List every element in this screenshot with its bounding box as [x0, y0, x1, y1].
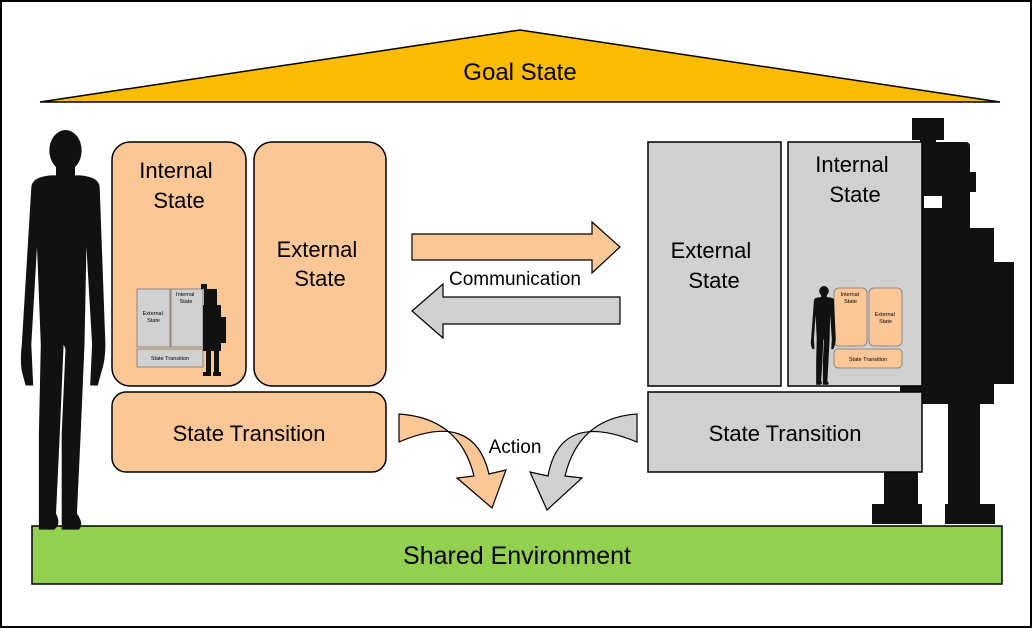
human-internal-line2: State [153, 188, 204, 213]
communication-arrow-left [411, 282, 621, 340]
robot-internal-state-box: Internal State Internal State External S… [787, 141, 923, 387]
human-external-line1: External [277, 237, 358, 262]
robot-inset-human-model: Internal State External State State Tran… [810, 285, 903, 385]
human-inset-transition: State Transition [151, 356, 189, 362]
communication-arrow-right [411, 220, 621, 275]
robot-action-arrow [528, 413, 638, 512]
robot-inset-external-2: State [879, 319, 892, 325]
shared-environment: Shared Environment [31, 525, 1003, 585]
svg-text:External State: External State [875, 312, 897, 325]
human-state-transition-label: State Transition [173, 421, 326, 446]
svg-text:Internal State: Internal State [841, 292, 861, 305]
svg-text:Internal State: Internal State [176, 292, 196, 305]
human-inset-internal-1: Internal [176, 292, 194, 298]
goal-state-label: Goal State [463, 59, 576, 86]
human-inset-internal-2: State [180, 299, 193, 305]
human-inset-external-2: State [147, 318, 160, 324]
robot-inset-transition: State Transition [849, 357, 887, 363]
human-action-arrow [398, 413, 507, 510]
human-external-line2: State [294, 266, 345, 291]
svg-text:Internal State: Internal State [815, 152, 895, 207]
action-label: Action [489, 437, 542, 458]
robot-inset-internal-2: State [844, 299, 857, 305]
robot-internal-line1: Internal [815, 152, 888, 177]
robot-inset-external-1: External [875, 312, 895, 318]
robot-eye-icon [924, 196, 942, 208]
svg-text:External State: External State [671, 238, 758, 293]
human-state-transition-box: State Transition [111, 391, 387, 473]
robot-inset-internal-1: Internal [841, 292, 859, 298]
shared-environment-label: Shared Environment [403, 542, 631, 570]
svg-text:External State: External State [277, 237, 364, 291]
communication-label: Communication [449, 269, 581, 290]
human-external-state-box: External State [253, 141, 387, 387]
robot-state-transition-label: State Transition [709, 421, 862, 446]
robot-external-line1: External [671, 238, 752, 263]
small-robot-icon [201, 284, 226, 376]
human-internal-state-box: Internal State External State Internal S… [111, 141, 247, 387]
svg-text:Internal State: Internal State [139, 158, 219, 213]
goal-state-roof: Goal State [39, 29, 1001, 103]
robot-state-transition-box: State Transition [647, 391, 923, 473]
human-inset-external-1: External [143, 311, 163, 317]
robot-external-line2: State [688, 268, 739, 293]
human-internal-line1: Internal [139, 158, 212, 183]
robot-external-state-box: External State [647, 141, 782, 387]
svg-text:External State: External State [143, 311, 165, 324]
human-inset-robot-model: External State Internal State State Tran… [136, 284, 226, 376]
robot-internal-line2: State [829, 182, 880, 207]
